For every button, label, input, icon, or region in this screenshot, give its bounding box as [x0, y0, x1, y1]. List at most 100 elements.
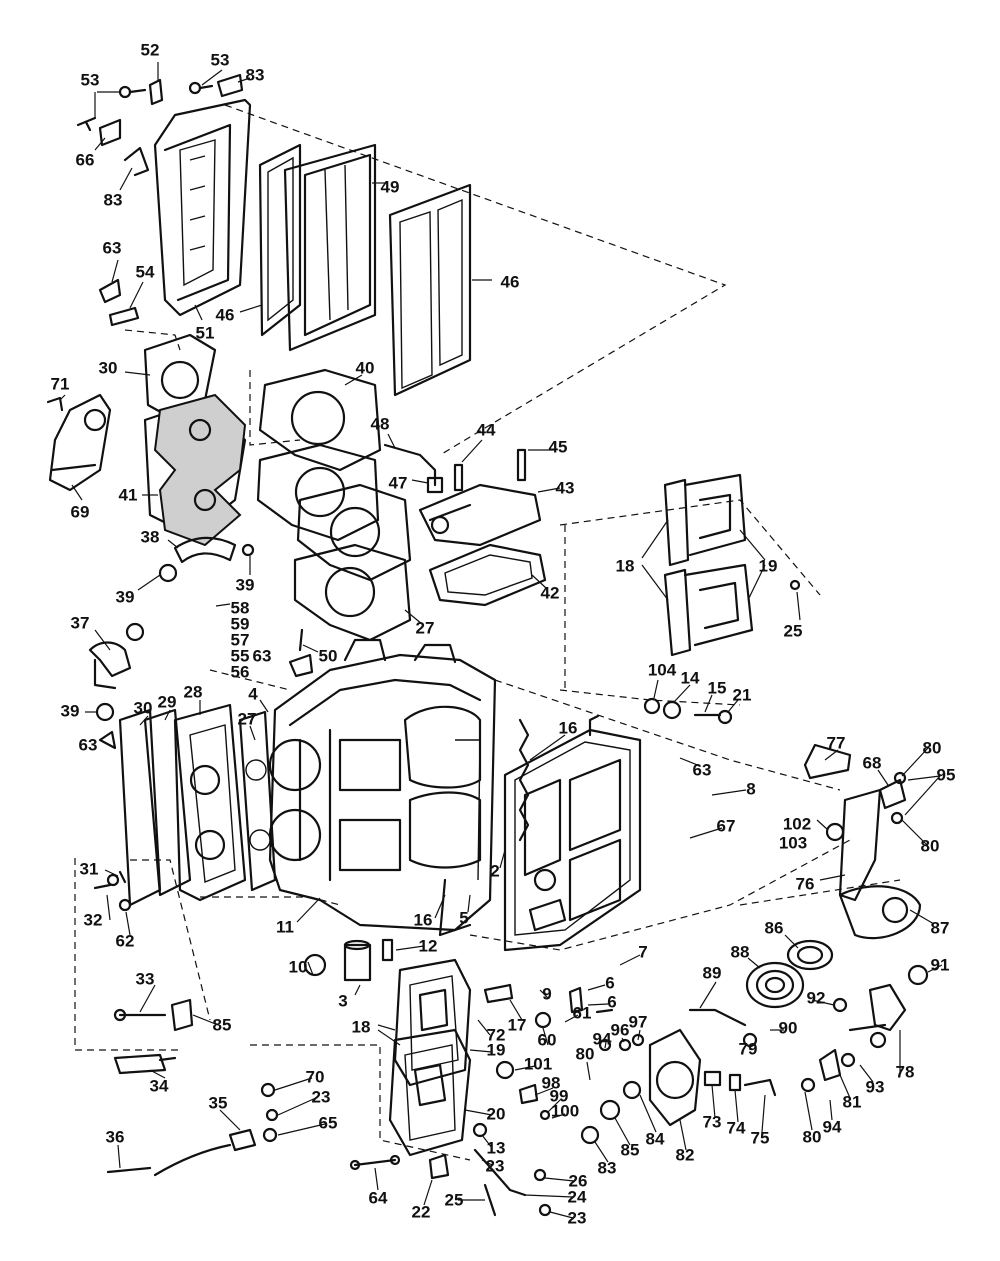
callout-c89: 89	[703, 964, 722, 983]
callout-c27b: 27	[238, 710, 257, 729]
callout-c69: 69	[71, 503, 90, 522]
callout-c59: 59	[231, 615, 250, 634]
reed-valve-18-19	[663, 473, 801, 657]
fitting-47-48	[383, 443, 444, 494]
pulley-spring-assembly	[688, 939, 929, 1082]
callout-c102: 102	[783, 815, 811, 834]
callout-c77: 77	[827, 734, 846, 753]
callout-c63c: 63	[79, 736, 98, 755]
callout-c85b: 85	[621, 1141, 640, 1160]
callout-c63b: 63	[253, 647, 272, 666]
callout-c55: 55	[231, 647, 250, 666]
callout-c64: 64	[369, 1189, 388, 1208]
callout-c62: 62	[116, 932, 135, 951]
callout-c81: 81	[843, 1093, 862, 1112]
callout-c93: 93	[866, 1078, 885, 1097]
callout-c18a: 18	[616, 557, 635, 576]
callout-c91: 91	[931, 956, 950, 975]
callout-c33: 33	[136, 970, 155, 989]
callout-c37: 37	[71, 614, 90, 633]
callout-c39c: 39	[61, 702, 80, 721]
callout-c44: 44	[477, 421, 496, 440]
top-left-fasteners	[76, 73, 244, 327]
callout-c4: 4	[248, 685, 258, 704]
callout-c97: 97	[629, 1013, 648, 1032]
bearing-block-right	[503, 714, 642, 952]
callout-c85a: 85	[213, 1016, 232, 1035]
small-parts-left	[93, 628, 327, 977]
callout-c28: 28	[184, 683, 203, 702]
callout-c31: 31	[80, 860, 99, 879]
callout-c104: 104	[648, 661, 677, 680]
exhaust-cover-51	[153, 98, 252, 317]
callout-c78: 78	[896, 1063, 915, 1082]
callout-c27a: 27	[416, 619, 435, 638]
callout-c36: 36	[106, 1128, 125, 1147]
callout-c61: 61	[573, 1004, 592, 1023]
callout-c50: 50	[319, 647, 338, 666]
callout-c94a: 94	[593, 1030, 612, 1049]
callout-c74: 74	[727, 1119, 746, 1138]
plug-3-pin-12	[343, 938, 394, 982]
callout-c35: 35	[209, 1094, 228, 1113]
hardware-104-14-15-21	[643, 697, 733, 725]
callout-c45: 45	[549, 438, 568, 457]
callout-c73: 73	[703, 1113, 722, 1132]
callout-c38: 38	[141, 528, 160, 547]
callout-c83a: 83	[246, 66, 265, 85]
callout-c7: 7	[638, 943, 647, 962]
callout-c75: 75	[751, 1129, 770, 1148]
callout-c18b: 18	[352, 1018, 371, 1037]
callout-c96: 96	[611, 1021, 630, 1040]
callout-c32: 32	[84, 911, 103, 930]
callout-c99: 99	[550, 1087, 569, 1106]
callout-c47: 47	[389, 474, 408, 493]
bracket-69	[46, 393, 112, 492]
callout-c6b: 6	[607, 993, 616, 1012]
callout-c58: 58	[231, 599, 250, 618]
callout-c39b: 39	[116, 588, 135, 607]
callout-c9: 9	[542, 985, 551, 1004]
callout-c51: 51	[196, 324, 215, 343]
callout-c46a: 46	[501, 273, 520, 292]
callout-c63a: 63	[103, 239, 122, 258]
callout-c79: 79	[739, 1040, 758, 1059]
callout-c68: 68	[863, 754, 882, 773]
callout-c83c: 83	[598, 1159, 617, 1178]
side-cover-27-28-29-30	[118, 703, 277, 907]
callout-c88: 88	[731, 943, 750, 962]
callout-c25b: 25	[445, 1191, 464, 1210]
callout-c76: 76	[796, 875, 815, 894]
callout-c23a: 23	[312, 1088, 331, 1107]
callout-c16a: 16	[559, 719, 578, 738]
cylinder-gaskets-40-27	[256, 368, 412, 642]
callout-c94b: 94	[823, 1118, 842, 1137]
callout-c98: 98	[542, 1074, 561, 1093]
callout-c40: 40	[356, 359, 375, 378]
callout-c57: 57	[231, 631, 250, 650]
callout-c23c: 23	[568, 1209, 587, 1228]
callout-c101: 101	[524, 1055, 552, 1074]
cylinder-head-30-41	[143, 333, 247, 547]
callout-c41: 41	[119, 486, 138, 505]
callout-c39a: 39	[236, 576, 255, 595]
callout-c2: 2	[490, 862, 499, 881]
callout-c19a: 19	[759, 557, 778, 576]
callout-c5: 5	[459, 909, 468, 928]
throttle-linkage	[803, 743, 922, 940]
callout-c42: 42	[541, 584, 560, 603]
callout-c56: 56	[231, 663, 250, 682]
callout-c15: 15	[708, 679, 727, 698]
callout-c80a: 80	[923, 739, 942, 758]
crankcase-block	[268, 638, 497, 932]
callout-c53b: 53	[211, 51, 230, 70]
callout-c52a: 52	[141, 41, 160, 60]
callout-c20: 20	[487, 1105, 506, 1124]
callout-c3: 3	[338, 992, 347, 1011]
callout-c49: 49	[381, 178, 400, 197]
callout-c82: 82	[676, 1146, 695, 1165]
callout-c84: 84	[646, 1130, 665, 1149]
callout-c53a: 53	[81, 71, 100, 90]
callout-c25a: 25	[784, 622, 803, 641]
